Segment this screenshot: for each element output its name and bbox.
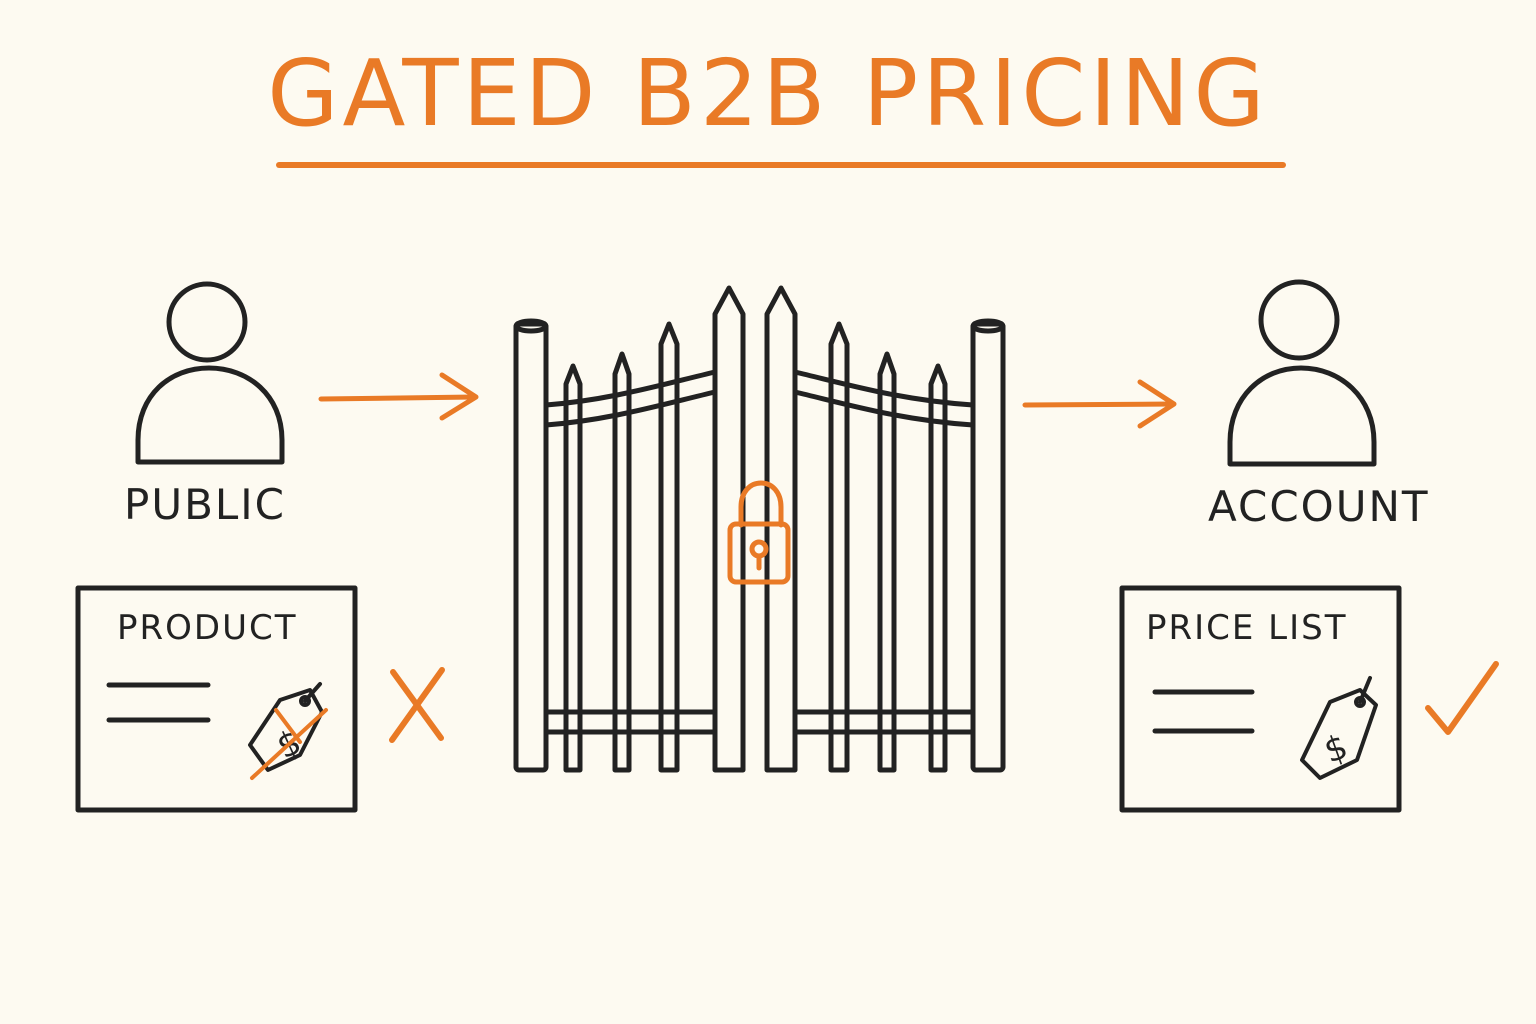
padlock-icon [727, 480, 791, 585]
product-card [75, 585, 358, 813]
public-label: PUBLIC [124, 480, 286, 529]
product-card-label: PRODUCT [117, 608, 298, 648]
svg-text:$: $ [1319, 727, 1353, 772]
public-user-icon [135, 281, 285, 465]
strikethrough-mark [250, 708, 328, 780]
gate-icon [513, 285, 1006, 773]
arrow-right-icon [1022, 379, 1177, 429]
x-mark-icon [389, 667, 445, 743]
title-underline [276, 162, 1286, 168]
check-mark-icon [1425, 661, 1499, 735]
account-user-icon [1227, 279, 1377, 467]
diagram-title: GATED B2B PRICING [267, 40, 1269, 147]
price-tag-icon: $ [248, 682, 324, 772]
price-list-card-label: PRICE LIST [1146, 608, 1348, 648]
account-label: ACCOUNT [1208, 482, 1430, 531]
arrow-right-icon [318, 372, 479, 421]
price-tag-icon: $ [1300, 676, 1378, 780]
price-list-card [1119, 585, 1402, 813]
